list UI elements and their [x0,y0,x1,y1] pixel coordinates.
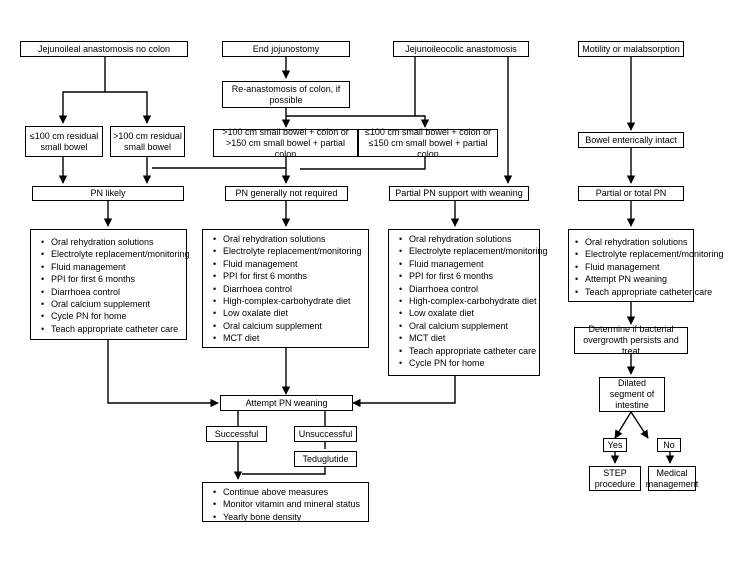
list-item: Cycle PN for home [41,310,182,323]
yes-box: Yes [603,438,627,452]
bowel-intact-box: Bowel enterically intact [578,132,684,148]
end-jejunostomy-box: End jojunostomy [222,41,350,57]
list-item: Oral calcium supplement [399,320,535,333]
list-item: Electrolyte replacement/monitoring [575,248,724,261]
list-item: Fluid management [399,258,535,271]
bacterial-overgrowth-box: Determine if bacterial overgrowth persis… [574,324,688,356]
list-item: Electrolyte replacement/monitoring [399,245,548,258]
jejunoileal-box: Jejunoileal anastomosis no colon [20,41,188,57]
attempt-weaning-box: Attempt PN weaning [220,395,353,411]
partial-or-total-box: Partial or total PN [578,186,684,201]
list-item: Teach appropriate catheter care [399,345,536,358]
list-item: Oral rehydration solutions [399,233,535,246]
partial-pn-list: Oral rehydration solutions Electrolyte r… [388,229,548,376]
jejunoileocolic-box: Jejunoileocolic anastomosis [393,41,529,57]
list-item: MCT diet [399,332,535,345]
list-item: Electrolyte replacement/monitoring [41,248,190,261]
list-item: Fluid management [41,261,182,274]
motility-box: Motility or malabsorption [578,41,684,57]
list-item: Cycle PN for home [399,357,535,370]
list-item: Teach appropriate catheter care [575,286,712,299]
pn-likely-list: Oral rehydration solutions Electrolyte r… [30,229,190,340]
list-item: Teach appropriate catheter care [41,323,182,336]
partial-or-total-list: Oral rehydration solutions Electrolyte r… [568,229,724,302]
list-item: Attempt PN weaning [575,273,689,286]
list-item: Oral rehydration solutions [41,236,182,249]
medical-management-box: Medical management [646,466,698,491]
pn-not-required-box: PN generally not required [225,186,348,201]
list-item: Oral calcium supplement [41,298,182,311]
residual-le100-box: ≤100 cm residual small bowel [25,126,103,157]
list-item: Fluid management [575,261,689,274]
colon-le100-box: ≤100 cm small bowel + colon or ≤150 cm s… [358,127,498,159]
successful-box: Successful [206,426,267,442]
residual-gt100-box: >100 cm residual small bowel [110,126,185,157]
list-item: Diarrhoea control [41,286,182,299]
list-item: PPI for first 6 months [213,270,364,283]
no-box: No [657,438,681,452]
list-item: Oral rehydration solutions [213,233,364,246]
list-item: Fluid management [213,258,364,271]
colon-gt100-box: >100 cm small bowel + colon or >150 cm s… [213,127,358,159]
unsuccessful-box: Unsuccessful [294,426,357,442]
list-item: Diarrhoea control [399,283,535,296]
list-item: Electrolyte replacement/monitoring [213,245,364,258]
list-item: PPI for first 6 months [41,273,182,286]
list-item: Monitor vitamin and mineral status [213,498,364,511]
list-item: Oral rehydration solutions [575,236,689,249]
list-item: Low oxalate diet [213,307,364,320]
list-item: High-complex-carbohydrate diet [213,295,364,308]
list-item: PPI for first 6 months [399,270,535,283]
list-item: MCT diet [213,332,364,345]
list-item: Continue above measures [213,486,364,499]
list-item: Diarrhoea control [213,283,364,296]
teduglutide-box: Teduglutide [294,451,357,467]
list-item: High-complex-carbohydrate diet [399,295,537,308]
list-item: Yearly bone density [213,511,364,524]
pn-likely-box: PN likely [32,186,184,201]
pn-not-required-list: Oral rehydration solutions Electrolyte r… [202,229,369,348]
dilated-segment-box: Dilated segment of intestine [599,377,665,412]
reanastomosis-box: Re-anastomosis of colon, if possible [222,81,350,108]
partial-pn-box: Partial PN support with weaning [389,186,529,201]
list-item: Oral calcium supplement [213,320,364,333]
step-procedure-box: STEP procedure [589,466,641,491]
list-item: Low oxalate diet [399,307,535,320]
final-measures-list: Continue above measures Monitor vitamin … [202,482,369,524]
